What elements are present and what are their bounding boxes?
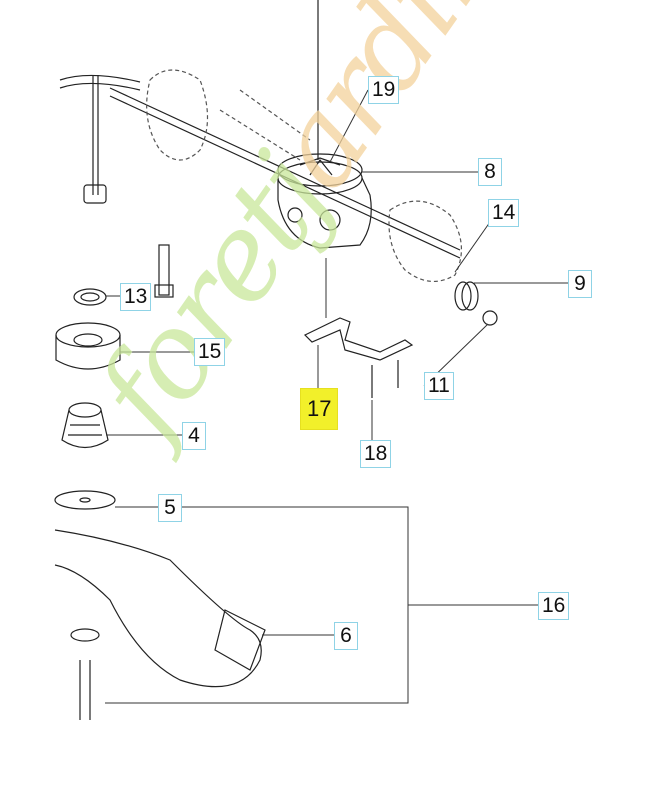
callout-13[interactable]: 13 bbox=[120, 283, 152, 311]
leader-lines bbox=[105, 89, 568, 704]
left-parts bbox=[54, 75, 266, 720]
callout-8[interactable]: 8 bbox=[478, 158, 502, 186]
callout-14[interactable]: 14 bbox=[488, 199, 520, 227]
callout-5[interactable]: 5 bbox=[158, 494, 182, 522]
callout-19[interactable]: 19 bbox=[368, 76, 400, 104]
callout-17-highlighted[interactable]: 17 bbox=[300, 388, 339, 430]
callout-15[interactable]: 15 bbox=[194, 338, 226, 366]
gearbox bbox=[277, 153, 372, 249]
bracket bbox=[303, 317, 414, 361]
callout-11[interactable]: 11 bbox=[424, 372, 454, 400]
bolts-18 bbox=[371, 360, 399, 398]
callout-6[interactable]: 6 bbox=[334, 622, 358, 650]
pinion-gear bbox=[454, 281, 498, 326]
callout-4[interactable]: 4 bbox=[182, 422, 206, 450]
wheel-outline-dashed bbox=[146, 69, 463, 282]
callout-16[interactable]: 16 bbox=[538, 592, 570, 620]
callout-18[interactable]: 18 bbox=[360, 440, 392, 468]
callout-9[interactable]: 9 bbox=[568, 270, 592, 298]
